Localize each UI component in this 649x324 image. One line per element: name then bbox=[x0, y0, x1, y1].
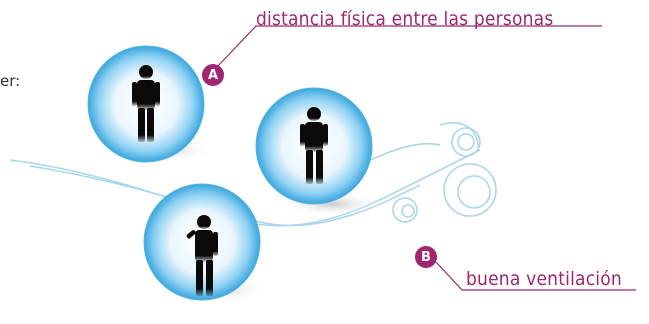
badge-b: B bbox=[415, 246, 437, 268]
person-silhouette-icon bbox=[300, 107, 328, 184]
badge-a: A bbox=[202, 64, 224, 86]
person-silhouette-icon bbox=[186, 215, 218, 296]
person-silhouette-icon bbox=[132, 65, 160, 142]
label-ventilacion: buena ventilación bbox=[466, 268, 622, 290]
leader-lines bbox=[217, 25, 636, 291]
label-distancia: distancia física entre las personas bbox=[256, 8, 554, 30]
bubble-person-1 bbox=[87, 45, 215, 163]
partial-text: er: bbox=[0, 72, 21, 90]
bubble-person-2 bbox=[255, 87, 384, 216]
bubble-person-3 bbox=[143, 183, 268, 302]
wind-lines bbox=[9, 121, 497, 227]
